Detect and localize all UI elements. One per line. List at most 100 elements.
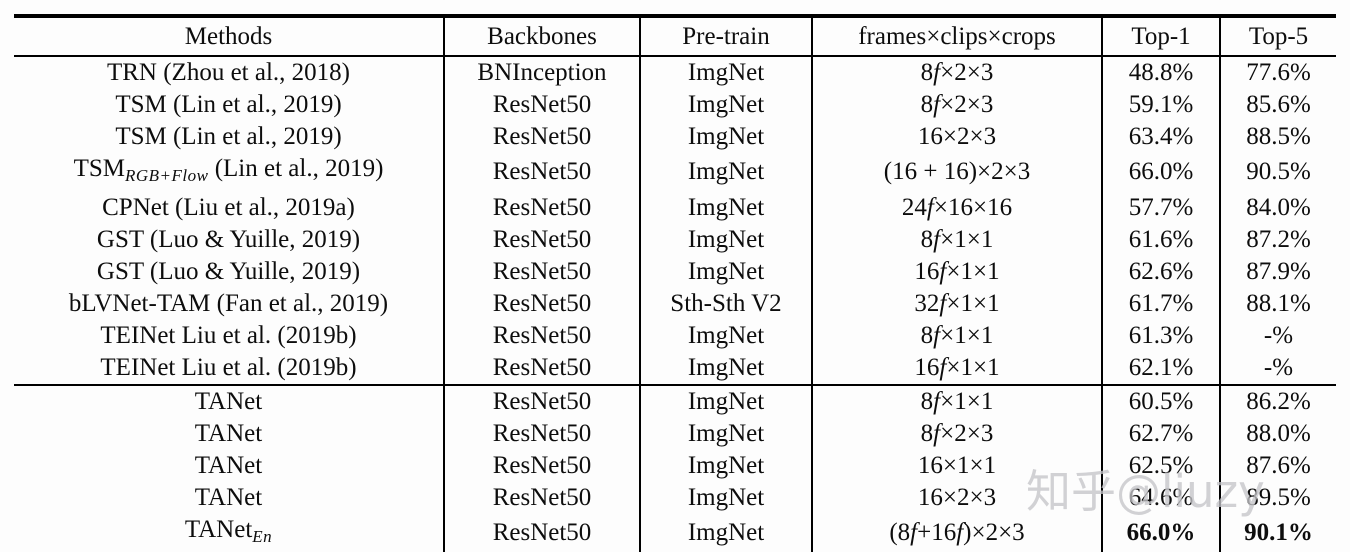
cell-top5: 90.5% xyxy=(1246,158,1311,186)
cell-top1: 62.6% xyxy=(1102,255,1221,288)
cell-backbone: ResNet50 xyxy=(444,351,641,385)
cell-method: TEINet Liu et al. (2019b) xyxy=(14,351,445,385)
cell-pretrain: ImgNet xyxy=(640,449,813,482)
cell-top1: 60.5% xyxy=(1102,383,1221,418)
cell-pretrain: ImgNet xyxy=(640,351,813,385)
cell-method: TANetEn xyxy=(14,513,445,552)
cell-frames: 16×2×3 xyxy=(812,481,1103,514)
cell-pretrain: ImgNet xyxy=(640,121,813,153)
column-header-backbones: Backbones xyxy=(444,16,641,57)
cell-pretrain: ImgNet xyxy=(640,417,813,450)
cell-top1: 62.7% xyxy=(1102,417,1221,450)
cell-top1: 61.3% xyxy=(1102,319,1221,352)
cell-top5: 84.0% xyxy=(1246,193,1311,221)
cell-frames: 8f×2×3 xyxy=(812,89,1103,121)
cell-backbone: ResNet50 xyxy=(444,513,641,552)
cell-pretrain: ImgNet xyxy=(640,56,813,89)
cell-frames: 8f×1×1 xyxy=(812,319,1103,352)
cell-top5: 87.2% xyxy=(1246,225,1311,253)
results-table: Methods Backbones Pre-train frames×clips… xyxy=(14,14,1336,552)
cell-top1: 64.6% xyxy=(1102,481,1221,514)
column-header-pretrain: Pre-train xyxy=(640,16,813,57)
cell-pretrain: ImgNet xyxy=(640,319,813,352)
cell-frames: 16×1×1 xyxy=(812,449,1103,482)
cell-top1: 57.7% xyxy=(1102,191,1221,224)
cell-top1: 61.6% xyxy=(1102,223,1221,256)
cell-backbone: ResNet50 xyxy=(444,255,641,288)
cell-method: TSM (Lin et al., 2019) xyxy=(14,121,445,153)
cell-pretrain: ImgNet xyxy=(640,513,813,552)
cell-method: TSMRGB+Flow (Lin et al., 2019) xyxy=(14,153,445,192)
cell-method: TANet xyxy=(14,383,445,418)
cell-top5: 85.6% xyxy=(1246,91,1311,118)
cell-top5: -% xyxy=(1263,321,1294,349)
cell-backbone: ResNet50 xyxy=(444,417,641,450)
cell-backbone: ResNet50 xyxy=(444,121,641,153)
cell-pretrain: Sth-Sth V2 xyxy=(640,287,813,320)
cell-top1: 62.5% xyxy=(1102,449,1221,482)
cell-method: TEINet Liu et al. (2019b) xyxy=(14,319,445,352)
column-header-top5: Top-5 xyxy=(1220,16,1336,57)
cell-pretrain: ImgNet xyxy=(640,153,813,192)
cell-frames: (16 + 16)×2×3 xyxy=(812,153,1103,192)
cell-pretrain: ImgNet xyxy=(640,255,813,288)
cell-frames: 16f×1×1 xyxy=(812,255,1103,288)
cell-top1: 66.0% xyxy=(1102,153,1221,192)
cell-frames: 8f×2×3 xyxy=(812,417,1103,450)
cell-pretrain: ImgNet xyxy=(640,383,813,418)
cell-backbone: ResNet50 xyxy=(444,383,641,418)
cell-backbone: ResNet50 xyxy=(444,287,641,320)
cell-top5: 87.9% xyxy=(1246,257,1311,285)
cell-method: CPNet (Liu et al., 2019a) xyxy=(14,191,445,224)
cell-top5: 90.1% xyxy=(1244,519,1313,547)
cell-top5: 87.6% xyxy=(1246,451,1311,479)
cell-method: TRN (Zhou et al., 2018) xyxy=(14,56,445,89)
header-row: Methods Backbones Pre-train frames×clips… xyxy=(14,16,1336,57)
cell-top1: 48.8% xyxy=(1102,56,1221,89)
cell-frames: 32f×1×1 xyxy=(812,287,1103,320)
cell-backbone: ResNet50 xyxy=(444,191,641,224)
cell-backbone: ResNet50 xyxy=(444,89,641,121)
cell-frames: 24f×16×16 xyxy=(812,191,1103,224)
cell-top1: 62.1% xyxy=(1102,351,1221,385)
cell-method: GST (Luo & Yuille, 2019) xyxy=(14,255,445,288)
cell-top1: 61.7% xyxy=(1102,287,1221,320)
cell-pretrain: ImgNet xyxy=(640,481,813,514)
cell-method: bLVNet-TAM (Fan et al., 2019) xyxy=(14,287,445,320)
cell-top5: 88.1% xyxy=(1246,289,1311,317)
cell-backbone: ResNet50 xyxy=(444,223,641,256)
column-header-top1: Top-1 xyxy=(1102,16,1221,57)
cell-top1: 63.4% xyxy=(1102,121,1221,153)
cell-top5: 77.6% xyxy=(1246,59,1311,86)
cell-pretrain: ImgNet xyxy=(640,191,813,224)
column-header-frames-clips-crops: frames×clips×crops xyxy=(812,16,1103,57)
cell-top1: 59.1% xyxy=(1102,89,1221,121)
cell-frames: (8f+16f)×2×3 xyxy=(812,513,1103,552)
cell-pretrain: ImgNet xyxy=(640,89,813,121)
cell-backbone: ResNet50 xyxy=(444,319,641,352)
cell-method: GST (Luo & Yuille, 2019) xyxy=(14,223,445,256)
cell-method: TSM (Lin et al., 2019) xyxy=(14,89,445,121)
cell-backbone: ResNet50 xyxy=(444,481,641,514)
cell-frames: 8f×1×1 xyxy=(812,223,1103,256)
cell-top5: 89.5% xyxy=(1246,483,1311,511)
cell-method: TANet xyxy=(14,449,445,482)
cell-top1: 66.0% xyxy=(1102,513,1221,552)
